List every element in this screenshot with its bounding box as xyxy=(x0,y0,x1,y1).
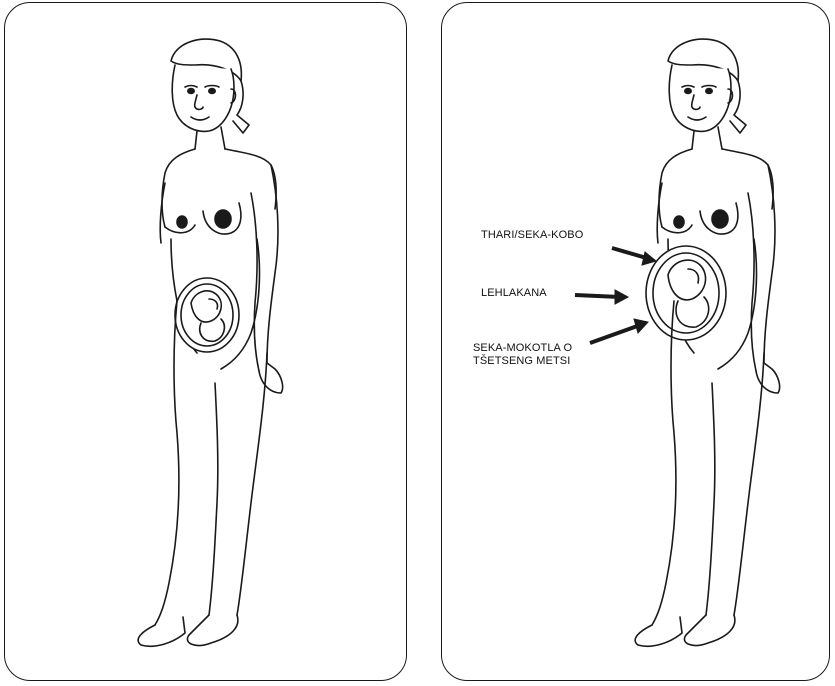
arrowhead-uterus xyxy=(642,252,656,265)
label-uterus: THARI/SEKA-KOBO xyxy=(481,229,583,242)
arrow-amniotic-sac xyxy=(590,325,640,343)
arrowhead-amniotic-sac xyxy=(634,319,648,333)
arrow-fetus xyxy=(575,295,620,297)
label-fetus: LEHLAKANA xyxy=(481,287,547,300)
arrowhead-fetus xyxy=(615,290,628,304)
pregnant-woman-figure-left xyxy=(5,3,408,682)
label-amniotic-sac: SEKA-MOKOTLA O TŠETSENG METSI xyxy=(473,342,572,368)
left-panel xyxy=(4,2,407,681)
